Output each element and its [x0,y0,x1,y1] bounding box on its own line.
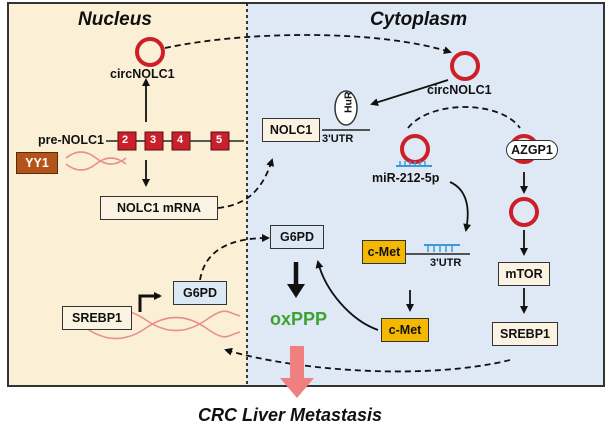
exon-4-label: 4 [177,134,184,146]
nolc1-box: NOLC1 [262,118,320,142]
circ-branch-arc [407,106,521,129]
cytoplasm-title: Cytoplasm [370,9,468,30]
circnolc1-cytoplasm-label: circNOLC1 [427,83,492,97]
exon-5-label: 5 [216,134,223,146]
circnolc1-azgp1-downstream-ring [509,197,539,227]
mirna-ticks [399,161,426,166]
yy1-box: YY1 [16,152,58,174]
export-arrow [164,34,452,55]
circnolc1-nucleus-ring [135,37,165,67]
oxppp-label: oxPPP [270,309,328,329]
hur-protein [334,90,358,126]
metastasis-arrow-head [280,378,314,398]
hur-label: HuR [342,91,355,114]
exon-2 [117,131,137,151]
nolc1-utr-label: 3'UTR [322,133,354,145]
srebp1-import-arrow [224,347,511,373]
crc-liver-metastasis-label: CRC Liver Metastasis [198,405,383,425]
srebp1-nucleus-box: SREBP1 [62,306,132,330]
mtor-box: mTOR [498,262,550,286]
cmet-top-box: c-Met [362,240,406,264]
g6pd-cytoplasm-box: G6PD [270,225,324,249]
circnolc1-nucleus-label: circNOLC1 [110,67,175,81]
g6pd-export-arrow [199,234,270,281]
pre-nolc1-label: pre-NOLC1 [38,133,104,147]
exon-5 [210,131,230,151]
dna-helix-srebp1-b [85,316,241,340]
promoter-arrow [138,292,162,312]
cmet-to-g6pd-arrow [315,260,379,331]
g6pd-to-oxppp-head [287,284,305,298]
srebp1-cytoplasm-box: SREBP1 [492,322,558,346]
g6pd-nucleus-box: G6PD [173,281,227,305]
mir-to-cmet-arrow [449,181,472,232]
metastasis-arrow-shaft [290,346,304,380]
circnolc1-cytoplasm-ring [450,51,480,81]
dna-helix-yy1-b [65,157,127,171]
exon-4 [171,131,191,151]
nolc1-mrna-box: NOLC1 mRNA [100,196,218,220]
cmet-bottom-box: c-Met [381,318,429,342]
exon-2-label: 2 [122,134,129,146]
nucleus-title: Nucleus [78,9,152,30]
exon-3-label: 3 [150,134,157,146]
circnolc1-to-hur-arrow [370,79,449,107]
dna-helix-yy1-a [65,151,127,165]
azgp1-box: AZGP1 [506,140,558,160]
exon-3 [144,131,164,151]
cmet-utr-label: 3'UTR [430,257,462,269]
mir-212-5p-label: miR-212-5p [372,171,440,185]
cmet-mirna-ticks [427,245,453,252]
